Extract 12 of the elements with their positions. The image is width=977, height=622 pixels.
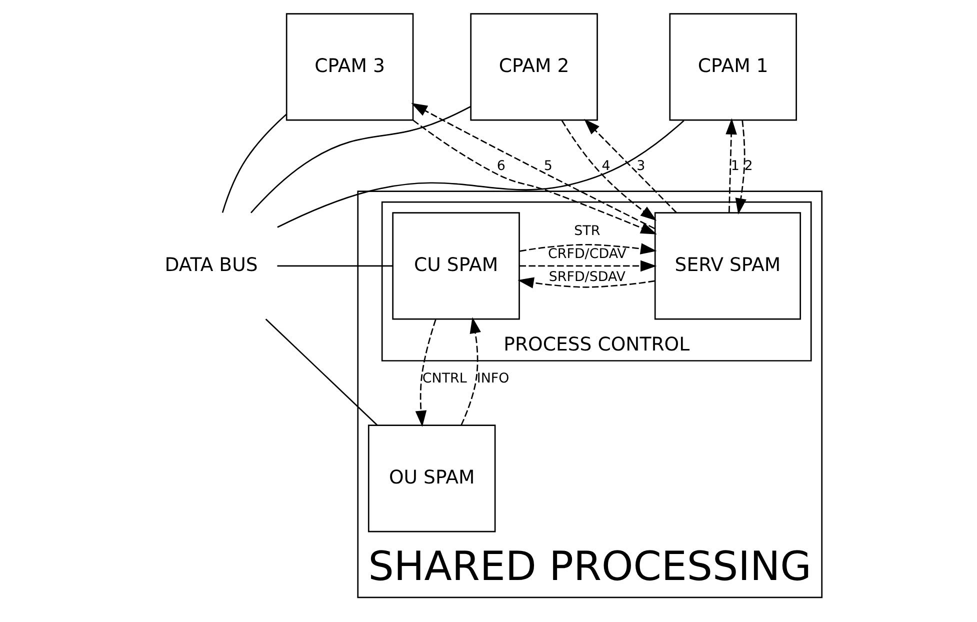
edge-label: 5 — [543, 158, 552, 174]
edge-label: INFO — [476, 371, 509, 386]
edge-label: 6 — [496, 158, 505, 174]
edge-label: SRFD/SDAV — [548, 270, 625, 285]
edge-label: 3 — [636, 158, 645, 174]
edge-label: 1 — [730, 158, 739, 174]
edge-label: STR — [574, 224, 600, 240]
edge-label: CRFD/CDAV — [548, 246, 626, 262]
node-text: DATA BUS — [164, 254, 258, 276]
edge-label: CNTRL — [422, 371, 466, 386]
edge-label: 2 — [744, 158, 752, 174]
edge-label: 4 — [601, 158, 610, 174]
